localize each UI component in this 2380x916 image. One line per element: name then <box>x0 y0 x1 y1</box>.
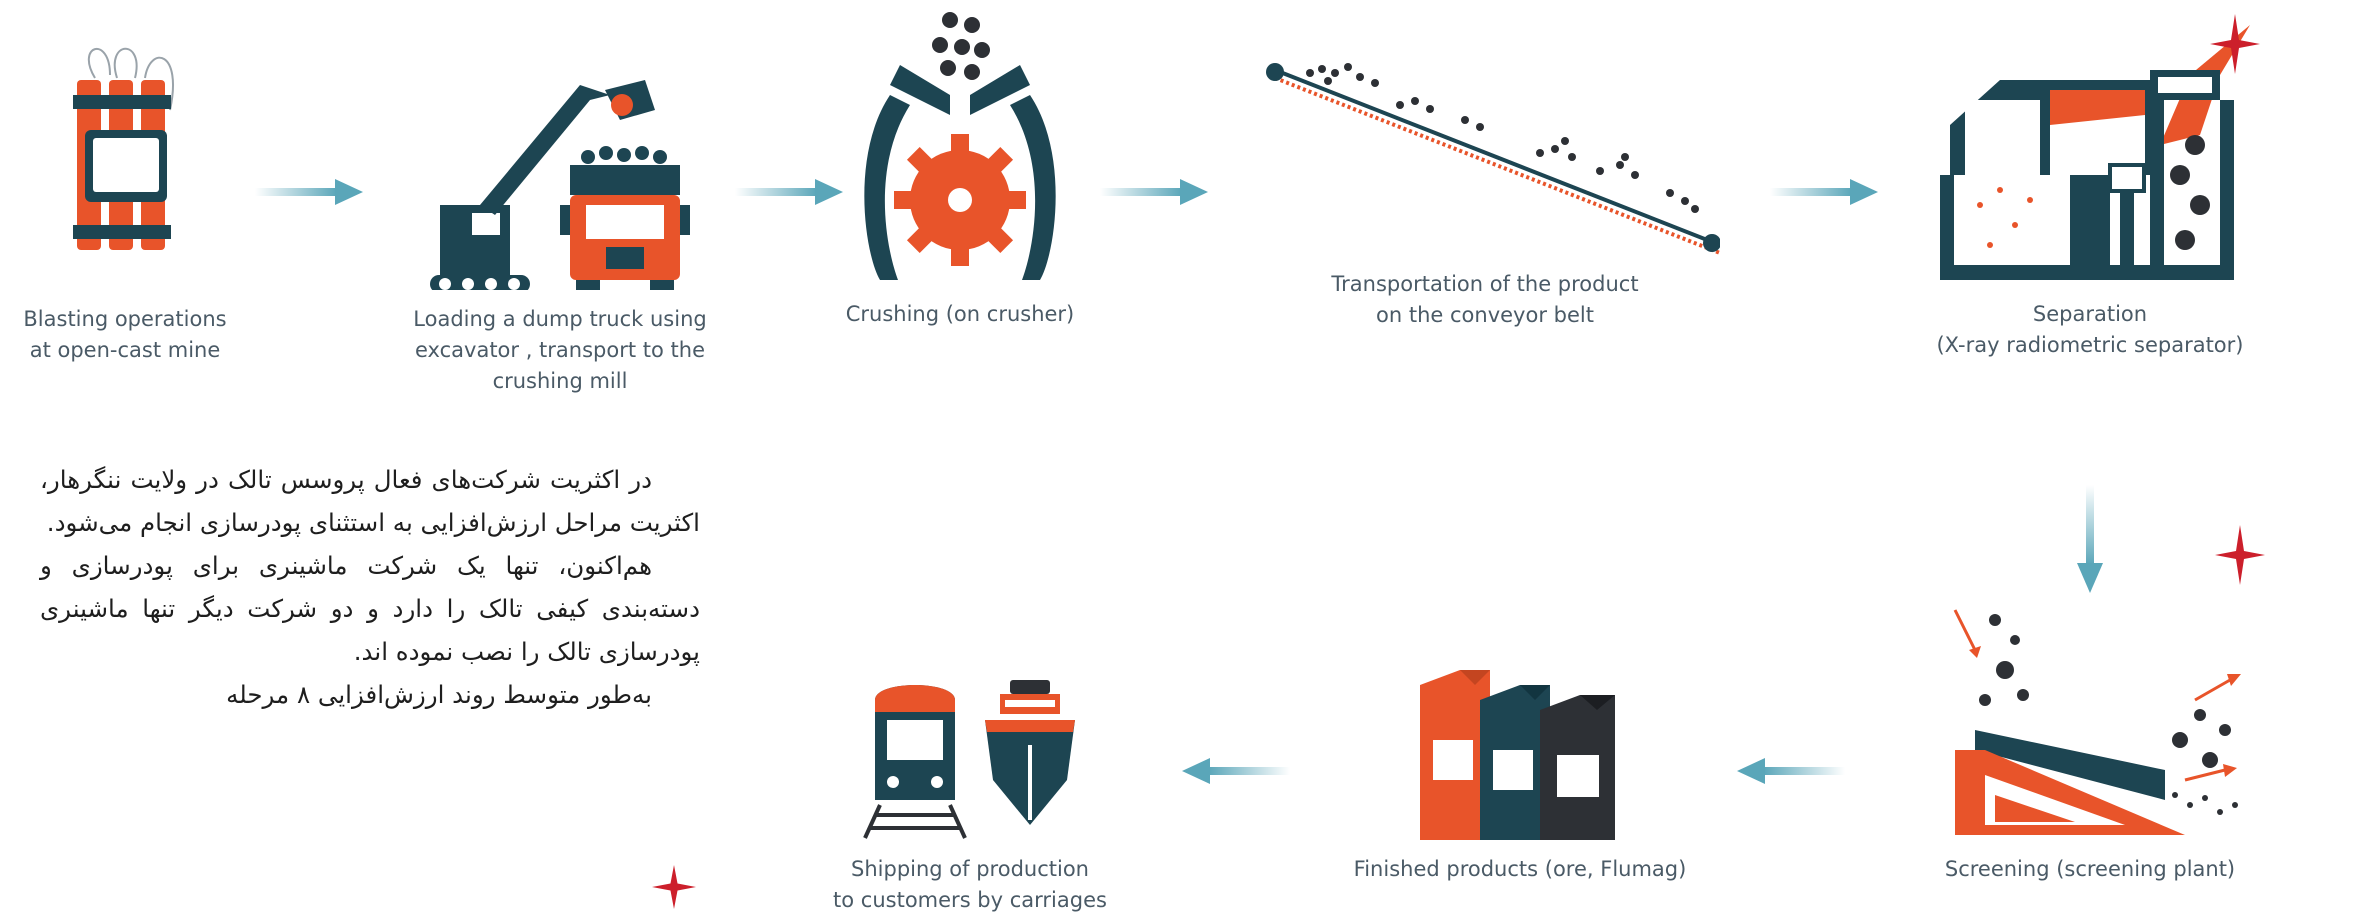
screening-plant-icon <box>1953 609 2241 835</box>
flow-arrow <box>255 179 363 205</box>
stage-caption: Separation (X-ray radiometric separator) <box>1936 302 2244 357</box>
stage-caption: Shipping of production to customers by c… <box>833 857 1107 912</box>
persian-paragraph: در اکثریت شرکت‌های فعال پروسس تالک در ول… <box>40 465 700 537</box>
flow-arrow <box>735 179 843 205</box>
stage-screening: Screening (screening plant) <box>1900 600 2280 885</box>
persian-paragraph: هم‌اکنون، تنها یک شرکت ماشینری برای پودر… <box>40 551 700 666</box>
stage-crushing: Crushing (on crusher) <box>820 5 1100 330</box>
persian-text-block: در اکثریت شرکت‌های فعال پروسس تالک در ول… <box>40 458 700 716</box>
stage-loading: Loading a dump truck using excavator , t… <box>380 55 740 397</box>
star-icon <box>2210 14 2260 74</box>
excavator-truck-icon <box>430 80 690 290</box>
bullet-star-icon <box>652 865 696 909</box>
conveyor-belt-icon <box>1266 63 1720 255</box>
train-ship-icon <box>863 680 1075 839</box>
stage-caption: Transportation of the product on the con… <box>1331 272 1639 327</box>
stage-caption: Loading a dump truck using excavator , t… <box>413 307 707 393</box>
stage-caption: Screening (screening plant) <box>1944 857 2236 881</box>
persian-paragraph: به‌طور متوسط روند ارزش‌افزایی ۸ مرحله <box>226 680 652 709</box>
stage-shipping: Shipping of production to customers by c… <box>800 660 1140 916</box>
flow-arrow-left <box>1182 758 1290 784</box>
stage-separation: Separation (X-ray radiometric separator) <box>1920 15 2260 361</box>
stage-finished: Finished products (ore, Flumag) <box>1320 665 1720 885</box>
stage-blasting: Blasting operations at open-cast mine <box>0 40 250 366</box>
flow-arrow <box>1100 179 1208 205</box>
stage-caption: Crushing (on crusher) <box>845 302 1075 326</box>
dynamite-icon <box>73 47 175 250</box>
stage-conveyor: Transportation of the product on the con… <box>1250 45 1720 331</box>
flow-arrow <box>1770 179 1878 205</box>
stage-caption: Finished products (ore, Flumag) <box>1353 857 1687 881</box>
star-icon <box>2215 525 2265 585</box>
flow-arrow-left <box>1737 758 1845 784</box>
product-bags-icon <box>1420 670 1615 840</box>
stage-caption: Blasting operations at open-cast mine <box>23 307 227 362</box>
xray-separator-icon <box>1940 25 2250 280</box>
crusher-icon <box>864 12 1056 280</box>
flow-arrow-down <box>2077 485 2103 593</box>
